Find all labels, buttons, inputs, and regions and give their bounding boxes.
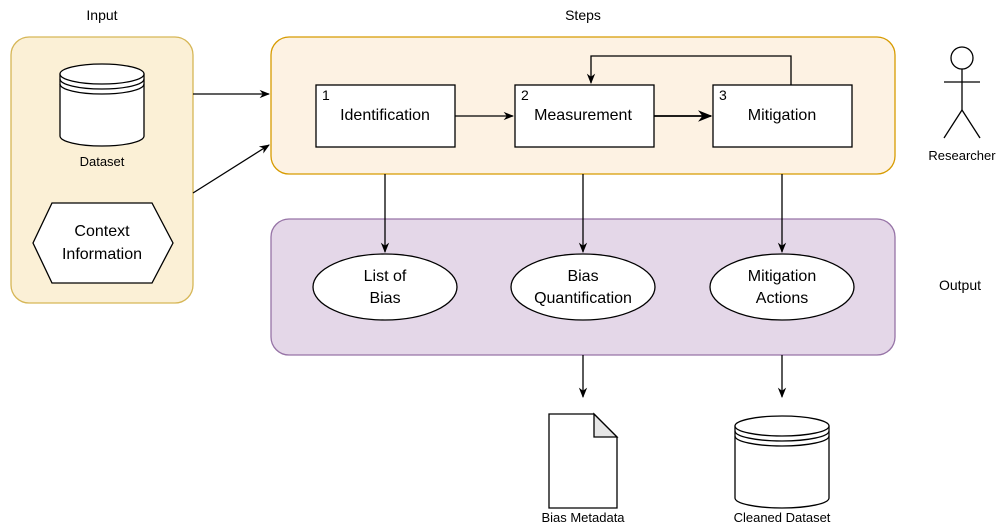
cleaned-dataset-cylinder bbox=[734, 415, 830, 509]
output-label-bias-quantification-line2: Quantification bbox=[534, 290, 632, 307]
output-ellipse-list-of-bias bbox=[312, 253, 458, 321]
step-number-1: 1 bbox=[322, 87, 330, 103]
cleaned-dataset-label: Cleaned Dataset bbox=[734, 510, 831, 525]
step-box-identification bbox=[315, 84, 456, 148]
step-label-identification: Identification bbox=[340, 107, 430, 124]
researcher-actor-icon bbox=[943, 46, 981, 139]
step-label-measurement: Measurement bbox=[534, 107, 632, 124]
output-label-mitigation-actions-line2: Actions bbox=[756, 290, 808, 307]
arrow-mitigation-feedback-loop bbox=[586, 55, 792, 85]
context-label-line1: Context bbox=[74, 223, 130, 240]
dataset-label: Dataset bbox=[80, 154, 125, 169]
output-label-mitigation-actions-line1: Mitigation bbox=[748, 268, 816, 285]
bias-metadata-document-icon bbox=[548, 412, 619, 509]
output-label-list-of-bias-line2: Bias bbox=[369, 290, 400, 307]
input-section-title: Input bbox=[86, 7, 117, 23]
arrow-context-to-steps bbox=[192, 144, 270, 194]
output-ellipse-bias-quantification bbox=[510, 253, 656, 321]
output-label-list-of-bias-line1: List of bbox=[364, 268, 407, 285]
step-label-mitigation: Mitigation bbox=[748, 107, 816, 124]
context-label-line2: Information bbox=[62, 246, 142, 263]
step-number-2: 2 bbox=[521, 87, 529, 103]
step-box-mitigation bbox=[712, 84, 853, 148]
step-number-3: 3 bbox=[719, 87, 727, 103]
researcher-label: Researcher bbox=[928, 148, 996, 163]
context-information-hexagon bbox=[32, 202, 174, 284]
bias-metadata-label: Bias Metadata bbox=[541, 510, 625, 525]
output-ellipse-mitigation-actions bbox=[709, 253, 855, 321]
steps-section-title: Steps bbox=[565, 7, 601, 23]
output-section-title: Output bbox=[939, 277, 981, 293]
dataset-cylinder bbox=[59, 63, 145, 147]
output-label-bias-quantification-line1: Bias bbox=[567, 268, 598, 285]
